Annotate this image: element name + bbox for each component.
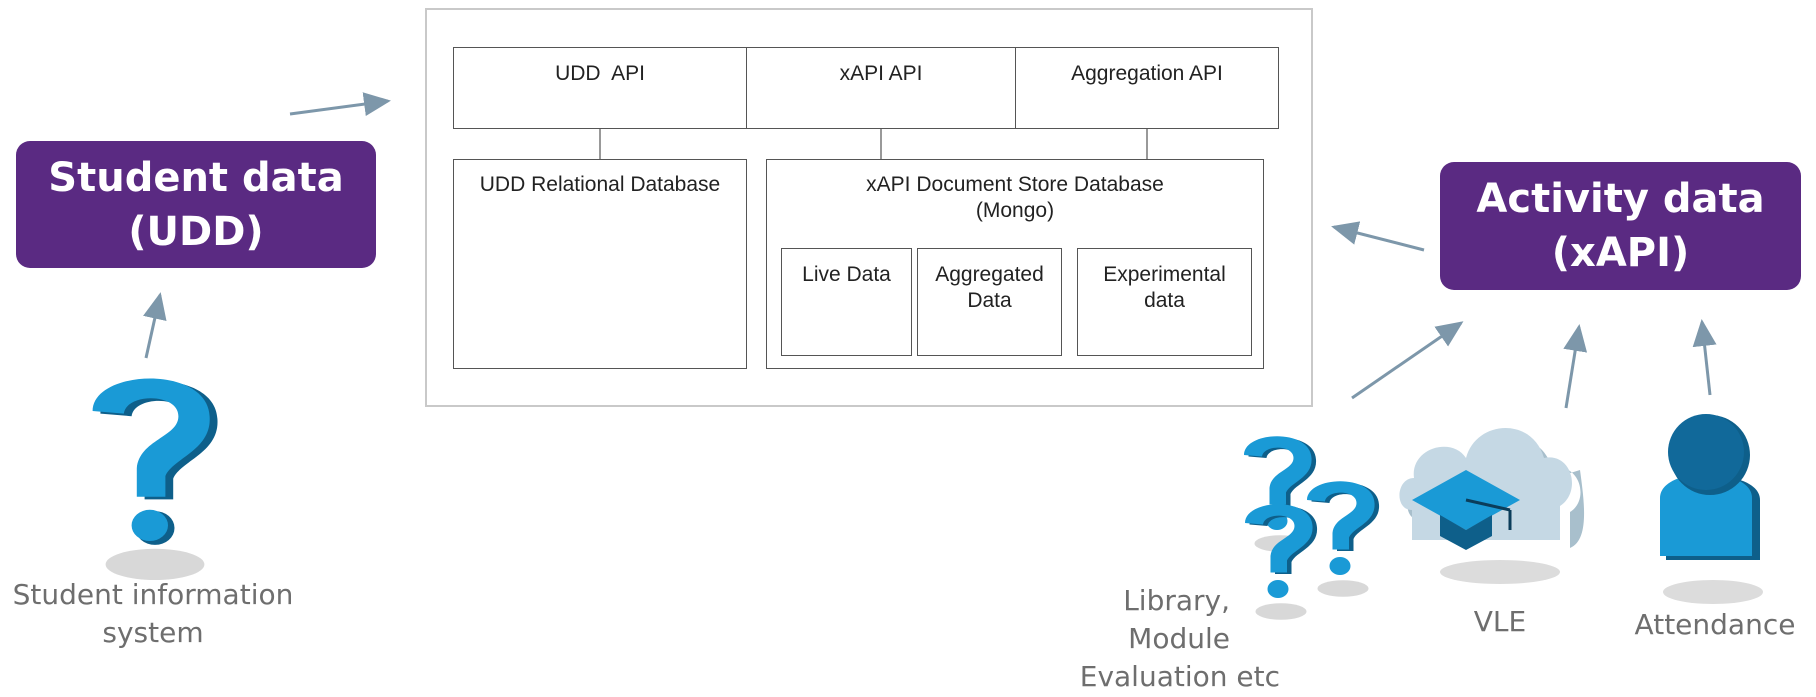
person-icon	[1660, 414, 1763, 604]
arrow-icon	[289, 92, 391, 117]
udd-relational-database: UDD Relational Database	[453, 159, 747, 369]
activity-data-subtitle: (xAPI)	[1551, 230, 1690, 276]
arrow-icon	[1563, 324, 1588, 409]
question-mark-icon	[1245, 504, 1318, 620]
library-line-2: Module	[1128, 622, 1230, 655]
aggregation-api-box: Aggregation API	[1015, 47, 1279, 129]
caption-vle: VLE	[1440, 603, 1560, 641]
live-data-label: Live Data	[802, 263, 891, 286]
aggregation-api-label: Aggregation API	[1071, 62, 1223, 85]
live-data-box: Live Data	[781, 248, 912, 356]
question-mark-icon	[1307, 481, 1380, 597]
udd-api-box: UDD API	[453, 47, 747, 129]
student-data-box: Student data (UDD)	[16, 141, 376, 268]
experimental-data-label-2: data	[1144, 289, 1185, 312]
sis-line-1: Student information	[12, 578, 294, 611]
arrow-icon	[143, 292, 167, 359]
caption-attendance: Attendance	[1620, 606, 1810, 644]
question-mark-icon	[92, 378, 218, 580]
xapi-api-label: xAPI API	[839, 62, 923, 85]
aggregated-data-label-2: Data	[967, 289, 1012, 312]
activity-data-title: Activity data	[1476, 176, 1765, 222]
experimental-data-label-1: Experimental	[1103, 263, 1226, 286]
student-data-title: Student data	[48, 155, 344, 201]
udd-api-label: UDD API	[555, 62, 645, 85]
xapi-api-box: xAPI API	[746, 47, 1016, 129]
caption-library: Library, Module Evaluation etc	[1060, 582, 1280, 696]
arrow-icon	[1351, 321, 1464, 400]
aggregated-data-box: Aggregated Data	[917, 248, 1062, 356]
vle-label: VLE	[1473, 605, 1527, 638]
arrow-icon	[1692, 319, 1717, 396]
activity-data-box: Activity data (xAPI)	[1440, 162, 1801, 290]
library-line-3: Evaluation etc	[1079, 660, 1280, 693]
arrow-icon	[1331, 221, 1425, 252]
udd-db-label: UDD Relational Database	[479, 173, 721, 196]
aggregated-data-label-1: Aggregated	[935, 263, 1044, 286]
xapi-db-title: xAPI Document Store Database	[866, 173, 1164, 196]
caption-student-information-system: Student information system	[0, 576, 306, 652]
graduation-cap-icon	[1412, 470, 1520, 550]
sis-line-2: system	[102, 616, 204, 649]
student-data-subtitle: (UDD)	[128, 209, 264, 255]
xapi-db-subtitle: (Mongo)	[975, 199, 1055, 222]
attendance-label: Attendance	[1634, 608, 1796, 641]
library-line-1: Library,	[1123, 584, 1230, 617]
experimental-data-box: Experimental data	[1077, 248, 1252, 356]
